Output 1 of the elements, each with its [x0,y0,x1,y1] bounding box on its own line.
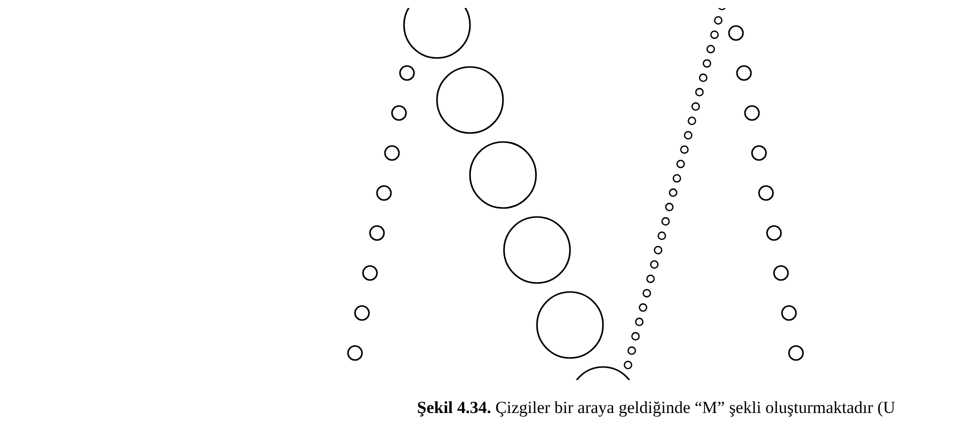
figure-caption: Şekil 4.34. Çizgiler bir araya geldiğinde “M” şekli oluşturmaktadır (U [417,398,896,418]
